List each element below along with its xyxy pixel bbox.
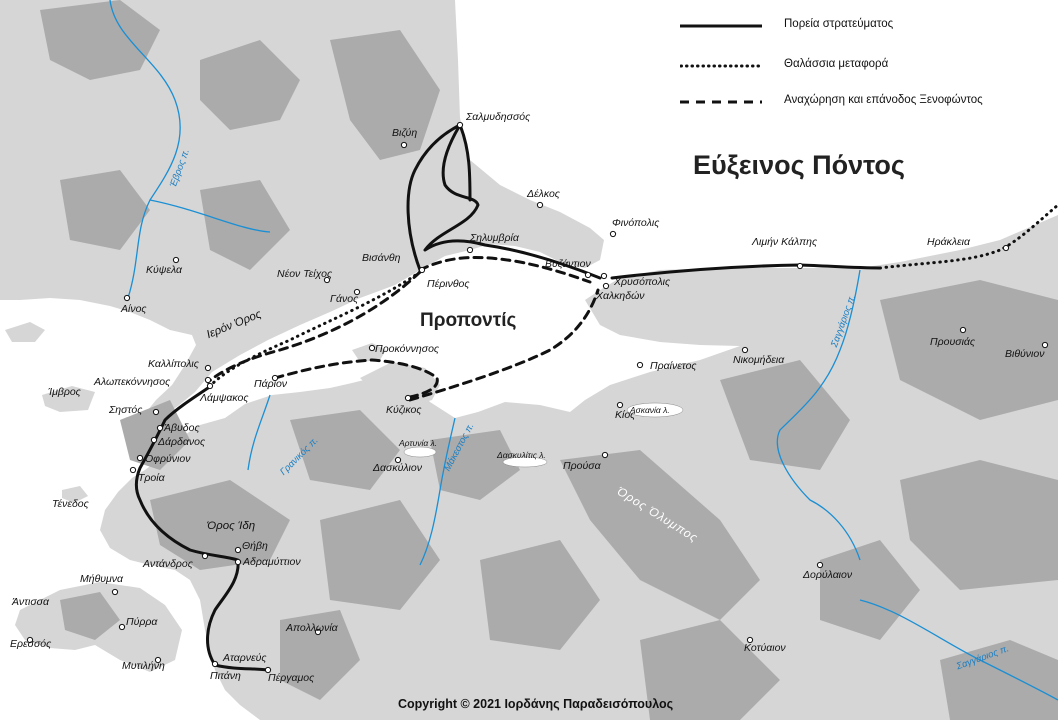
thrace-land — [0, 0, 604, 418]
copyright-notice: Copyright © 2021 Ιορδάνης Παραδεισόπουλο… — [398, 697, 674, 711]
place-selymbria: Σηλυμβρία — [470, 232, 519, 244]
lakes — [403, 402, 684, 468]
place-kypsela: Κύψελα — [146, 264, 183, 276]
place-alopekonnesos: Αλωπεκόννησος — [94, 376, 171, 388]
place-prousias: Προυσιάς — [930, 336, 975, 348]
place-chrysopolis: Χρυσόπολις — [614, 276, 671, 288]
legend-sea: Θαλάσσια μεταφορά — [680, 56, 1050, 76]
place-pergamos: Πέργαμος — [268, 672, 315, 684]
place-prainetos: Πραίνετος — [650, 360, 697, 372]
place-atarneus: Αταρνεύς — [223, 652, 267, 664]
legend-sea-label: Θαλάσσια μεταφορά — [784, 58, 889, 70]
legend-march: Πορεία στρατεύματος — [680, 16, 1050, 36]
place-byzantion: Βυζάντιον — [545, 258, 591, 270]
place-neon-teichos: Νέον Τείχος — [277, 268, 333, 280]
place-antissa: Άντισσα — [12, 596, 49, 608]
legend-retreat-swatch — [680, 100, 762, 104]
place-kyzikos: Κύζικος — [386, 404, 422, 416]
place-bisanthe: Βισάνθη — [362, 252, 401, 264]
evros-river — [109, 0, 181, 299]
place-antandros: Αντάνδρος — [143, 558, 193, 570]
place-eressos: Ερεσσός — [10, 638, 52, 650]
kyzikos-peninsula — [360, 362, 440, 406]
city-markers — [26, 121, 1049, 674]
place-apollonia: Απολλωνία — [286, 622, 338, 634]
place-kotyaion: Κοτύαιον — [744, 642, 786, 654]
place-ainos: Αίνος — [121, 303, 147, 315]
feature-oros-ide: Όρος Ίδη — [207, 520, 256, 532]
daskylitis-lake — [502, 456, 548, 468]
place-adramyttion: Αδραμύττιον — [243, 556, 301, 568]
legend-march-label: Πορεία στρατεύματος — [784, 18, 894, 30]
imbros-island — [42, 386, 95, 412]
sea-label-euxine: Εύξεινος Πόντος — [693, 150, 905, 180]
place-ganos: Γάνος — [330, 293, 359, 305]
sangarios-river-upper — [776, 269, 861, 561]
place-herakleia: Ηράκλεια — [927, 236, 970, 248]
place-salmydessos: Σαλμυδησσός — [466, 111, 531, 123]
place-bizye: Βιζύη — [392, 127, 418, 139]
makestos-river — [419, 417, 456, 566]
place-daskyleion: Δασκύλιον — [373, 462, 422, 474]
route-retreat-south — [206, 270, 422, 384]
route-retreat-parion — [273, 358, 439, 400]
place-prokonnesos: Προκόννησος — [375, 343, 440, 355]
place-delkos: Δέλκος — [527, 188, 560, 200]
legend-retreat-label: Αναχώρηση και επάνοδος Ξενοφώντος — [784, 94, 983, 106]
place-sestos: Σηστός — [109, 404, 143, 416]
place-pitane: Πιτάνη — [210, 670, 241, 682]
route-march-thrace — [406, 123, 602, 280]
place-finopolis: Φινόπολις — [612, 217, 660, 229]
place-mytilene: Μυτιλήνη — [122, 660, 165, 672]
sangarios-river-lower — [859, 599, 1058, 701]
place-chalkedon: Χαλκηδών — [596, 290, 645, 302]
retreat-route — [206, 256, 600, 402]
feature-daskylitis: Δασκυλίτις λ. — [497, 450, 546, 460]
army-route — [134, 123, 882, 672]
place-dorylaion: Δορύλαιον — [803, 569, 853, 581]
tenedos-island — [62, 486, 88, 503]
artynia-lake — [403, 446, 437, 458]
place-ofryneion: Οφρύνιον — [145, 453, 191, 465]
place-prousa: Προύσα — [563, 460, 601, 472]
place-parion: Πάριον — [254, 378, 288, 390]
place-pyrra: Πύρρα — [126, 616, 158, 628]
route-retreat-north — [418, 256, 592, 284]
place-lampsakos: Λάμψακος — [200, 392, 249, 404]
place-kallipolis: Καλλίπολις — [148, 358, 199, 370]
sea-label-propontis: Προποντίς — [420, 310, 517, 331]
granikos-river — [247, 394, 271, 471]
place-kios: Κίος — [615, 409, 636, 421]
legend-sea-swatch — [680, 64, 762, 68]
route-march-troad — [134, 386, 270, 672]
prokonnesos-island — [352, 343, 386, 362]
place-troia: Τροία — [138, 472, 165, 484]
place-kalpe: Λιμήν Κάλπης — [752, 236, 818, 248]
samothrace-island — [5, 322, 45, 342]
place-thebe: Θήβη — [242, 540, 268, 552]
legend-retreat: Αναχώρηση και επάνοδος Ξενοφώντος — [680, 92, 1050, 112]
place-bithynion: Βιθύνιον — [1005, 348, 1045, 360]
route-march-loop — [458, 123, 472, 202]
place-abydos: Άβυδος — [164, 422, 200, 434]
evros-tributary — [149, 199, 271, 233]
place-imbros: Ίμβρος — [48, 386, 81, 398]
place-dardanos: Δάρδανος — [158, 436, 206, 448]
place-nikomedeia: Νικομήδεια — [733, 354, 785, 366]
route-march-bithynia — [610, 263, 882, 280]
feature-askania: Ασκανία λ. — [630, 405, 670, 415]
route-sea-pontus — [878, 203, 1058, 270]
rivers — [109, 0, 1058, 701]
place-methymna: Μήθυμνα — [80, 573, 124, 585]
place-perinthos: Πέρινθος — [427, 278, 470, 290]
sea-route — [206, 203, 1058, 390]
askania-lake — [626, 402, 684, 418]
place-tenedos: Τένεδος — [52, 498, 89, 510]
legend-march-swatch — [680, 24, 762, 28]
feature-artynia: Αρτυνία λ. — [399, 438, 438, 448]
route-retreat-kyzikos — [408, 288, 600, 402]
